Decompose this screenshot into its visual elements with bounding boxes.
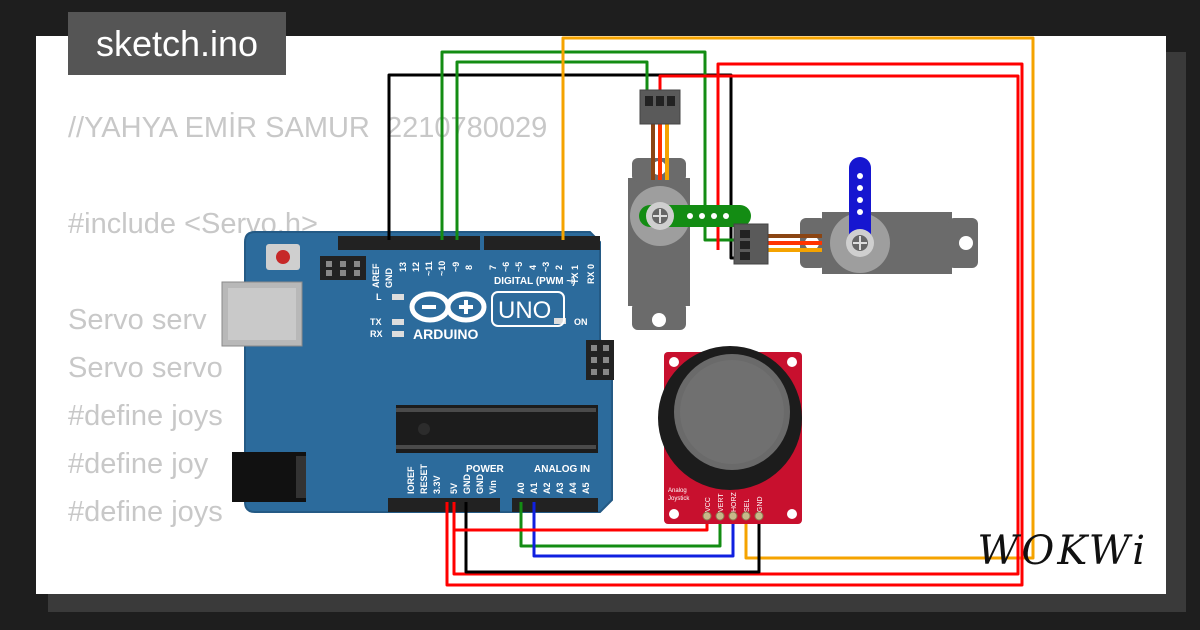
pin-label: 8 xyxy=(464,265,474,270)
digital-header[interactable] xyxy=(338,236,600,250)
pin-label: A4 xyxy=(568,482,578,494)
wire-orange-sel xyxy=(561,36,1035,560)
led-tx-label: TX xyxy=(370,317,382,327)
digital-pin-labels: AREF GND 13 12 ~11 ~10 ~9 8 7 ~6 ~5 4 ~3… xyxy=(371,261,596,288)
code-line: int ...le 90 xyxy=(68,584,547,594)
joystick-label-1: Analog xyxy=(668,488,687,494)
uno-label: UNO xyxy=(498,297,551,324)
pin-label: ~6 xyxy=(501,262,511,272)
pin-label: A3 xyxy=(555,482,565,494)
servo-2-connector[interactable] xyxy=(733,223,769,265)
pin-label: Vin xyxy=(488,480,498,494)
pin-label: 13 xyxy=(398,262,408,272)
pin-label: A2 xyxy=(542,482,552,494)
power-header-label: POWER xyxy=(466,464,505,475)
pin-label: RX 0 xyxy=(586,264,596,284)
servo-1-connector[interactable] xyxy=(639,89,681,125)
wire-red-servo-5v xyxy=(452,74,1020,576)
code-line: Servo serv xyxy=(68,304,207,336)
pin-label: VCC xyxy=(705,497,712,512)
analog-header-label: ANALOG IN xyxy=(534,464,590,475)
pin-label: SEL xyxy=(744,499,751,512)
code-line: #define joys xyxy=(68,400,223,432)
servo-motor-2[interactable] xyxy=(733,157,978,274)
arduino-logo xyxy=(409,291,487,323)
pin-label: 4 xyxy=(528,265,538,270)
wire-green-pin9 xyxy=(455,60,649,240)
arduino-uno-board[interactable]: AREF GND 13 12 ~11 ~10 ~9 8 7 ~6 ~5 4 ~3… xyxy=(221,231,614,513)
wire-green-a0 xyxy=(519,502,722,548)
code-line: Servo servo xyxy=(68,352,223,384)
analog-joystick[interactable]: Analog Joystick VCC VERT HORZ SEL GND xyxy=(658,346,802,524)
arduino-brand-text: ARDUINO xyxy=(413,326,478,342)
pin-label: VERT xyxy=(718,493,725,512)
pin-label: TX 1 xyxy=(570,265,580,284)
pin-label: AREF xyxy=(371,263,381,288)
pin-label: GND xyxy=(475,474,485,495)
led-on xyxy=(554,318,566,324)
pin-label: 3.3V xyxy=(432,475,442,494)
uno-badge xyxy=(491,291,565,327)
icsp-header-2 xyxy=(586,340,614,380)
joystick-label-2: Joystick xyxy=(668,496,690,502)
pin-label: ~3 xyxy=(541,262,551,272)
pin-label: A5 xyxy=(581,482,591,494)
code-line: #define joy xyxy=(68,448,209,480)
joystick-pins[interactable] xyxy=(702,511,764,521)
led-on-label: ON xyxy=(574,317,588,327)
led-l xyxy=(392,294,404,300)
power-jack xyxy=(232,452,306,502)
pin-label: 12 xyxy=(411,262,421,272)
wire-red-servo2-5v xyxy=(445,62,1024,587)
pin-label: ~5 xyxy=(514,262,524,272)
pin-label: HORZ xyxy=(731,491,738,512)
wire-black-joy-gnd xyxy=(464,502,761,574)
code-line: #define joys xyxy=(68,496,223,528)
led-rx xyxy=(392,331,404,337)
code-line: //YAHYA EMİR SAMUR 2210780029 xyxy=(68,112,548,144)
digital-header-label: DIGITAL (PWM ~) xyxy=(494,276,576,287)
power-pin-labels: IOREF RESET 3.3V 5V GND GND Vin xyxy=(406,463,498,494)
pin-label: GND xyxy=(462,474,472,495)
power-analog-header[interactable] xyxy=(388,498,598,512)
wokwi-logo: WOKWi xyxy=(977,528,1148,574)
led-tx xyxy=(392,319,404,325)
pin-label: GND xyxy=(384,268,394,289)
pin-label: RESET xyxy=(419,463,429,494)
pin-label: ~10 xyxy=(437,261,447,276)
sketch-tab[interactable]: sketch.ino xyxy=(68,12,286,75)
pin-label: ~9 xyxy=(451,262,461,272)
led-l-label: L xyxy=(376,292,382,302)
microcontroller-chip xyxy=(396,405,598,453)
icsp-header xyxy=(320,256,366,280)
analog-pin-labels: A0 A1 A2 A3 A4 A5 xyxy=(516,482,591,494)
pin-label: IOREF xyxy=(406,466,416,494)
servo-motor-1[interactable] xyxy=(628,89,751,330)
pin-label: 5V xyxy=(449,483,459,494)
pin-label: GND xyxy=(757,496,764,512)
led-rx-label: RX xyxy=(370,329,383,339)
pin-label: A1 xyxy=(529,482,539,494)
pin-label: 7 xyxy=(488,265,498,270)
pin-label: 2 xyxy=(554,265,564,270)
pin-label: ~11 xyxy=(424,261,434,276)
joystick-pin-labels: VCC VERT HORZ SEL GND xyxy=(705,491,764,512)
pin-label: A0 xyxy=(516,482,526,494)
